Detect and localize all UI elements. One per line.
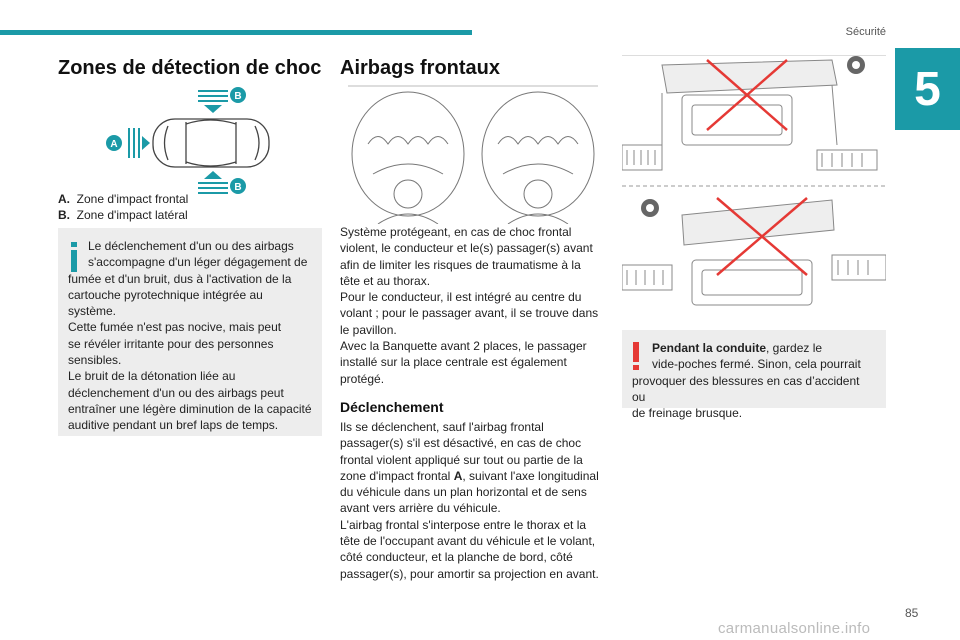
- watermark: carmanualsonline.info: [718, 620, 871, 637]
- intro-line: afin de limiter les risques de traumatis…: [340, 257, 581, 272]
- trigger-line: côté conducteur, et la planche de bord, …: [340, 550, 573, 565]
- glovebox-open-forbidden-illustration-2: [622, 197, 886, 306]
- impact-zones-diagram: A B B: [106, 87, 270, 194]
- chapter-tab: 5: [895, 48, 960, 130]
- frontal-airbags-text: Système protégeant, en cas de choc front…: [340, 224, 604, 582]
- passenger-airbag-icon: [481, 91, 595, 217]
- intro-line: Avec la Banquette avant 2 places, le pas…: [340, 339, 587, 354]
- note-line: sensibles.: [68, 353, 122, 368]
- trigger-text: zone d'impact frontal: [340, 468, 454, 483]
- legend-item: B. Zone d'impact latéral: [58, 207, 322, 223]
- left-column: Zones de détection de choc: [58, 52, 322, 222]
- warning-line: provoquer des blessures en cas d’acciden…: [632, 373, 860, 404]
- legend-key: B.: [58, 208, 70, 222]
- intro-line: le pavillon.: [340, 322, 397, 337]
- header-rule: [0, 30, 472, 35]
- label-b-bottom: B: [234, 182, 241, 193]
- frontal-impact-arrows: [128, 128, 150, 158]
- legend-text: Zone d'impact latéral: [76, 208, 188, 222]
- glovebox-open-forbidden-illustration: [622, 55, 886, 187]
- trigger-zone-ref: A: [453, 468, 463, 483]
- forbidden-cross-icon-2: [716, 197, 808, 276]
- info-icon: [71, 242, 77, 272]
- section-title: Sécurité: [845, 26, 886, 38]
- impact-zones-title: Zones de détection de choc: [58, 57, 322, 79]
- note-line: Le bruit de la détonation liée au: [68, 369, 236, 384]
- page-number: 85: [905, 606, 919, 620]
- trigger-line: avant vers arrière du véhicule.: [340, 501, 501, 516]
- middle-column: Airbags frontaux Système protégeant, en …: [340, 52, 604, 581]
- trigger-line: zone d'impact frontal A, suivant l'axe l…: [340, 468, 604, 484]
- legend-text: Zone d'impact frontal: [76, 192, 189, 206]
- trigger-line: tête de l'occupant avant du véhicule et …: [340, 534, 596, 549]
- intro-line: protégé.: [340, 371, 385, 386]
- side-impact-arrows-top: [198, 90, 228, 113]
- intro-line: installé sur la place centrale est égale…: [340, 355, 567, 370]
- trigger-line: L'airbag frontal s'interpose entre le th…: [340, 517, 587, 532]
- note-line: s'accompagne d'un léger dégagement de: [88, 255, 308, 270]
- label-b-top-badge: [230, 87, 246, 103]
- trigger-line: frontal violent appliqué sur tout ou par…: [340, 452, 583, 467]
- trigger-line: passager(s), pour amortir sa projection …: [340, 566, 599, 581]
- note-line: déclenchement d'un ou des airbags peut: [68, 385, 284, 400]
- note-line: se révéler irritante pour des personnes: [68, 336, 274, 351]
- warning-line: Pendant la conduite, gardez le: [632, 340, 876, 356]
- label-b-top: B: [234, 91, 241, 102]
- car-top-view-icon: [152, 118, 270, 168]
- legend-key: A.: [58, 192, 70, 206]
- airbag-smoke-note: Le déclenchement d'un ou des airbags s'a…: [58, 228, 322, 436]
- warning-line: vide-poches fermé. Sinon, cela pourrait: [652, 357, 861, 372]
- trigger-line: passager(s) s'il est désactivé, en cas d…: [340, 436, 582, 451]
- warning-text: , gardez le: [766, 341, 823, 355]
- note-line: fumée et d'un bruit, dus à l'activation …: [68, 271, 292, 286]
- intro-line: violent, le conducteur et le(s) passager…: [340, 241, 593, 256]
- note-line: entraîner une légère diminution de la ca…: [68, 401, 312, 416]
- intro-line: Système protégeant, en cas de choc front…: [340, 225, 572, 239]
- intro-line: volant ; pour le passager avant, il se t…: [340, 306, 599, 321]
- label-a-badge: [106, 135, 122, 151]
- note-line: Cette fumée n'est pas nocive, mais peut: [68, 320, 282, 335]
- intro-line: tête et au thorax.: [340, 273, 431, 288]
- warning-line: de freinage brusque.: [632, 406, 743, 421]
- glovebox-warning-note: Pendant la conduite, gardez le vide-poch…: [622, 330, 886, 420]
- legend-item: A. Zone d'impact frontal: [58, 191, 322, 207]
- impact-zones-legend: A. Zone d'impact frontal B. Zone d'impac…: [58, 191, 322, 223]
- note-line: Le déclenchement d'un ou des airbags: [88, 239, 294, 253]
- intro-line: Pour le conducteur, il est intégré au ce…: [340, 290, 582, 305]
- note-line: système.: [68, 304, 117, 319]
- note-line: auditive pendant un bref laps de temps.: [68, 418, 279, 433]
- warning-icon: [633, 342, 639, 370]
- frontal-airbags-title: Airbags frontaux: [340, 57, 501, 79]
- side-impact-arrows-bottom: [198, 171, 228, 194]
- label-a: A: [110, 139, 117, 150]
- trigger-line: Ils se déclenchent, sauf l'airbag fronta…: [340, 419, 544, 434]
- driver-airbag-icon: [351, 91, 465, 217]
- warning-emphasis: Pendant la conduite: [652, 341, 767, 355]
- trigger-line: du véhicule dans un plan horizontal et d…: [340, 485, 587, 500]
- trigger-subtitle: Déclenchement: [340, 398, 444, 415]
- trigger-text: , suivant l'axe longitudinal: [462, 468, 599, 483]
- frontal-airbags-illustration: [348, 85, 598, 224]
- label-b-bottom-badge: [230, 178, 246, 194]
- forbidden-cross-icon: [706, 59, 788, 131]
- note-line: cartouche pyrotechnique intégrée au: [68, 287, 263, 302]
